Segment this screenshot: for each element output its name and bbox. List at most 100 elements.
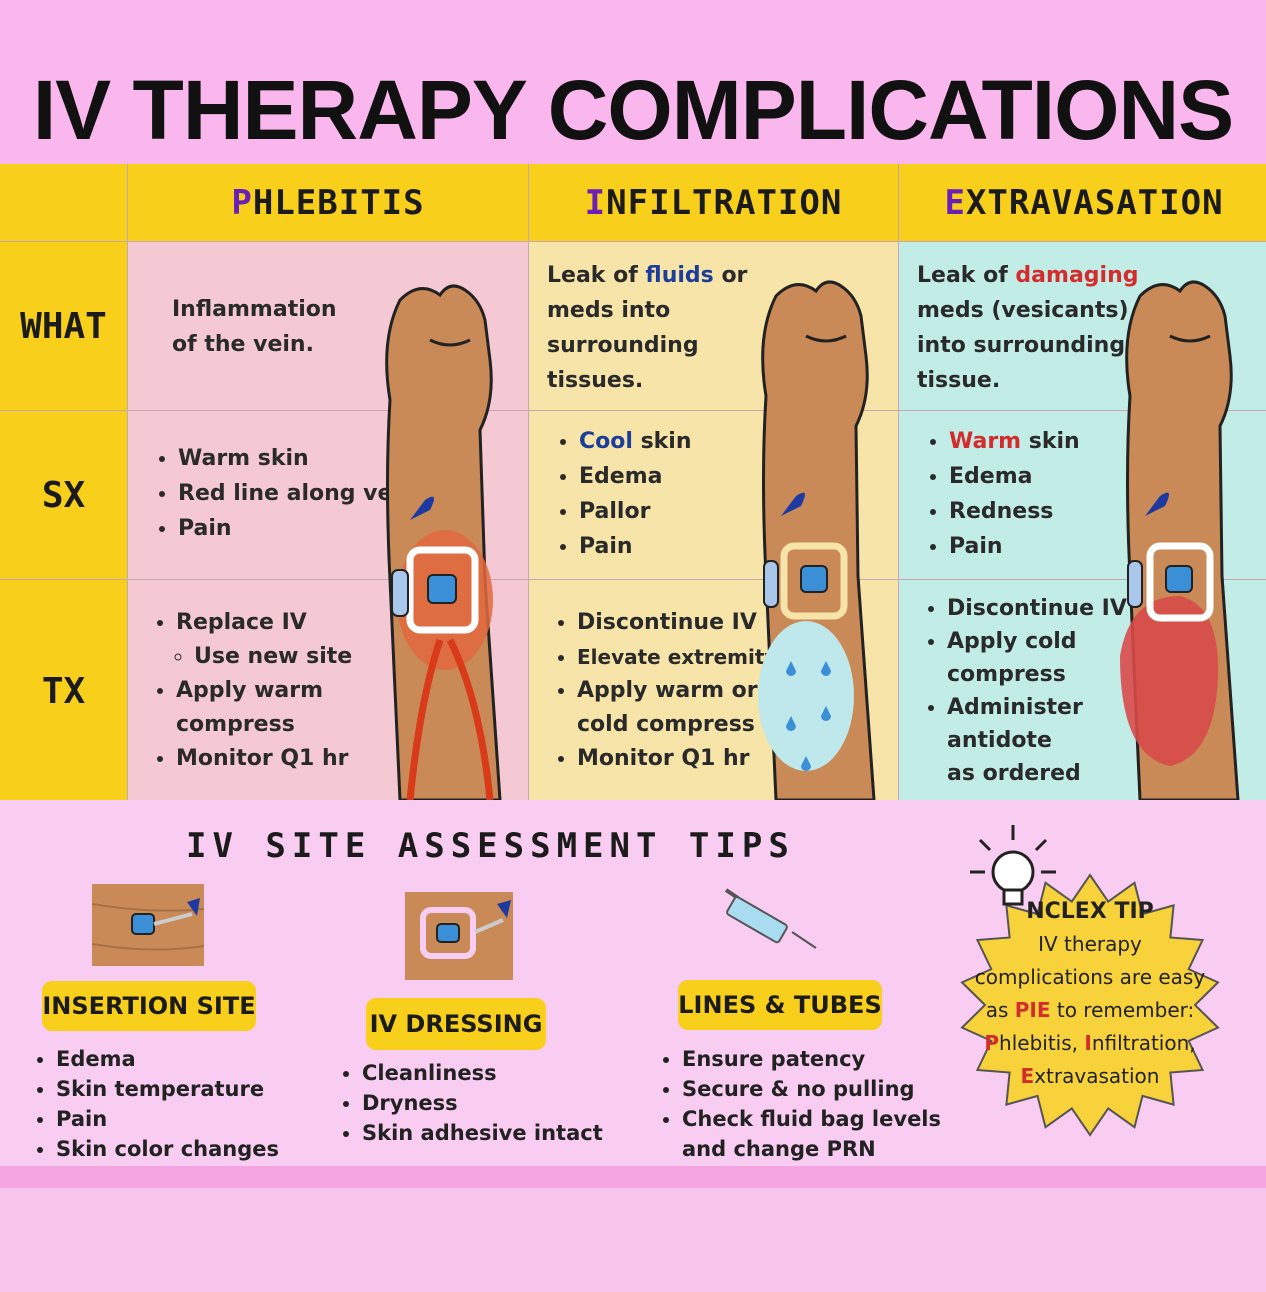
phlebitis-tx: Replace IV Use new site Apply warm compr… — [128, 580, 528, 803]
highlight-cool: Cool — [579, 429, 633, 454]
what-line: meds into — [547, 298, 671, 323]
list-item: antidote — [947, 728, 1052, 753]
list-item: Red line along vein — [178, 476, 416, 511]
tip-line: as PIE to remember: — [958, 994, 1222, 1027]
text: Leak of — [547, 263, 646, 288]
header-first-letter: E — [944, 182, 966, 223]
header-first-letter: P — [231, 182, 253, 223]
tip-line: complications are easy — [974, 965, 1206, 989]
list-item: Pain — [178, 511, 416, 546]
list-item: Warm skin — [178, 441, 416, 476]
what-line: tissue. — [917, 368, 1001, 393]
tip-line: IV therapy — [1038, 932, 1142, 956]
row-label-sx: SX — [0, 411, 127, 579]
phlebitis-sx: Warm skin Red line along vein Pain — [128, 411, 528, 579]
iv-dressing-list: Cleanliness Dryness Skin adhesive intact — [336, 1058, 603, 1148]
extravasation-tx: Discontinue IV Apply cold compress Admin… — [899, 580, 1266, 803]
extravasation-what: Leak of damaging meds (vesicants) into s… — [899, 242, 1266, 410]
list-item: Cool skin — [579, 424, 692, 459]
header-rest: NFILTRATION — [606, 182, 843, 223]
list-item: Pain — [949, 529, 1080, 564]
list-item: Redness — [949, 494, 1080, 529]
text: as — [985, 998, 1015, 1022]
nclex-heading: NCLEX TIP — [1026, 899, 1154, 924]
text: nfiltration, — [1091, 1031, 1196, 1055]
what-line: into surrounding — [917, 333, 1126, 358]
what-line: Inflammation — [172, 297, 337, 322]
text: skin — [1021, 429, 1080, 454]
what-line: meds (vesicants) — [917, 298, 1129, 323]
infiltration-what: Leak of fluids or meds into surrounding … — [529, 242, 898, 410]
highlight-warm: Warm — [949, 429, 1022, 454]
text: Leak of — [917, 263, 1016, 288]
what-line: Leak of fluids or — [547, 258, 747, 293]
list-item: Secure & no pulling — [682, 1074, 941, 1104]
text: or — [713, 263, 748, 288]
list-item: Dryness — [362, 1088, 603, 1118]
list-item: as ordered — [947, 761, 1081, 786]
what-line: tissues. — [547, 368, 644, 393]
list-item: Check fluid bag levels — [682, 1104, 941, 1134]
list-item: cold compress — [577, 712, 755, 737]
list-item: Pain — [56, 1104, 279, 1134]
row-label-tx: TX — [0, 580, 127, 803]
list-item: Administer — [947, 691, 1127, 724]
list-item: Edema — [949, 459, 1080, 494]
highlight-damaging: damaging — [1015, 263, 1139, 288]
list-item: Skin color changes — [56, 1134, 279, 1164]
list-item: Cleanliness — [362, 1058, 603, 1088]
highlight-letter: P — [984, 1031, 1000, 1055]
tips-title: IV SITE ASSESSMENT TIPS — [186, 826, 795, 866]
list-item: and change PRN — [682, 1137, 876, 1161]
list-item: compress — [947, 662, 1066, 687]
text: xtravasation — [1034, 1064, 1160, 1088]
list-item: Apply warm or — [577, 674, 777, 708]
list-item: Monitor Q1 hr — [577, 742, 777, 776]
list-item: Monitor Q1 hr — [176, 742, 352, 776]
header-rest: XTRAVASATION — [965, 182, 1224, 223]
tip-line: Extravasation — [958, 1060, 1222, 1093]
row-label-what: WHAT — [0, 242, 127, 410]
infiltration-sx: Cool skin Edema Pallor Pain — [529, 411, 898, 579]
footer-strip — [0, 1166, 1266, 1188]
text: skin — [632, 429, 692, 454]
list-item: Pallor — [579, 494, 692, 529]
what-line: Leak of damaging — [917, 258, 1138, 293]
list-item: Replace IV — [176, 606, 352, 640]
list-item: Elevate extremity — [577, 640, 777, 674]
list-item: Discontinue IV — [947, 592, 1127, 625]
list-item: Discontinue IV — [577, 606, 777, 640]
lines-tubes-list: Ensure patency Secure & no pulling Check… — [656, 1044, 941, 1164]
highlight-pie: PIE — [1014, 998, 1051, 1022]
insertion-site-list: Edema Skin temperature Pain Skin color c… — [30, 1044, 279, 1164]
header-first-letter: I — [584, 182, 607, 223]
list-item: Edema — [56, 1044, 279, 1074]
iv-dressing-label: IV DRESSING — [366, 998, 546, 1050]
page-title: IV THERAPY COMPLICATIONS — [32, 63, 1234, 157]
corner-cell — [0, 164, 127, 241]
extravasation-sx: Warm skin Edema Redness Pain — [899, 411, 1266, 579]
list-item: Edema — [579, 459, 692, 494]
phlebitis-what: Inflammation of the vein. — [128, 242, 528, 410]
text: to remember: — [1050, 998, 1195, 1022]
list-item: Apply warm — [176, 674, 352, 708]
list-item: Skin temperature — [56, 1074, 279, 1104]
header-rest: HLEBITIS — [252, 182, 425, 223]
lightbulb-icon — [970, 825, 1056, 906]
lines-tubes-label: LINES & TUBES — [678, 980, 882, 1030]
list-item: Ensure patency — [682, 1044, 941, 1074]
list-item: Skin adhesive intact — [362, 1118, 603, 1148]
highlight-fluids: fluids — [645, 263, 714, 288]
what-line: of the vein. — [172, 332, 314, 357]
nclex-tip-text: NCLEX TIP IV therapy complications are e… — [958, 895, 1222, 1093]
what-line: surrounding — [547, 333, 699, 358]
list-item: Warm skin — [949, 424, 1080, 459]
list-item: Use new site — [194, 640, 352, 674]
highlight-letter: E — [1020, 1064, 1035, 1088]
tip-line: Phlebitis, Infiltration, — [958, 1027, 1222, 1060]
text: hlebitis, — [999, 1031, 1085, 1055]
highlight-letter: I — [1084, 1031, 1092, 1055]
list-item: Pain — [579, 529, 692, 564]
